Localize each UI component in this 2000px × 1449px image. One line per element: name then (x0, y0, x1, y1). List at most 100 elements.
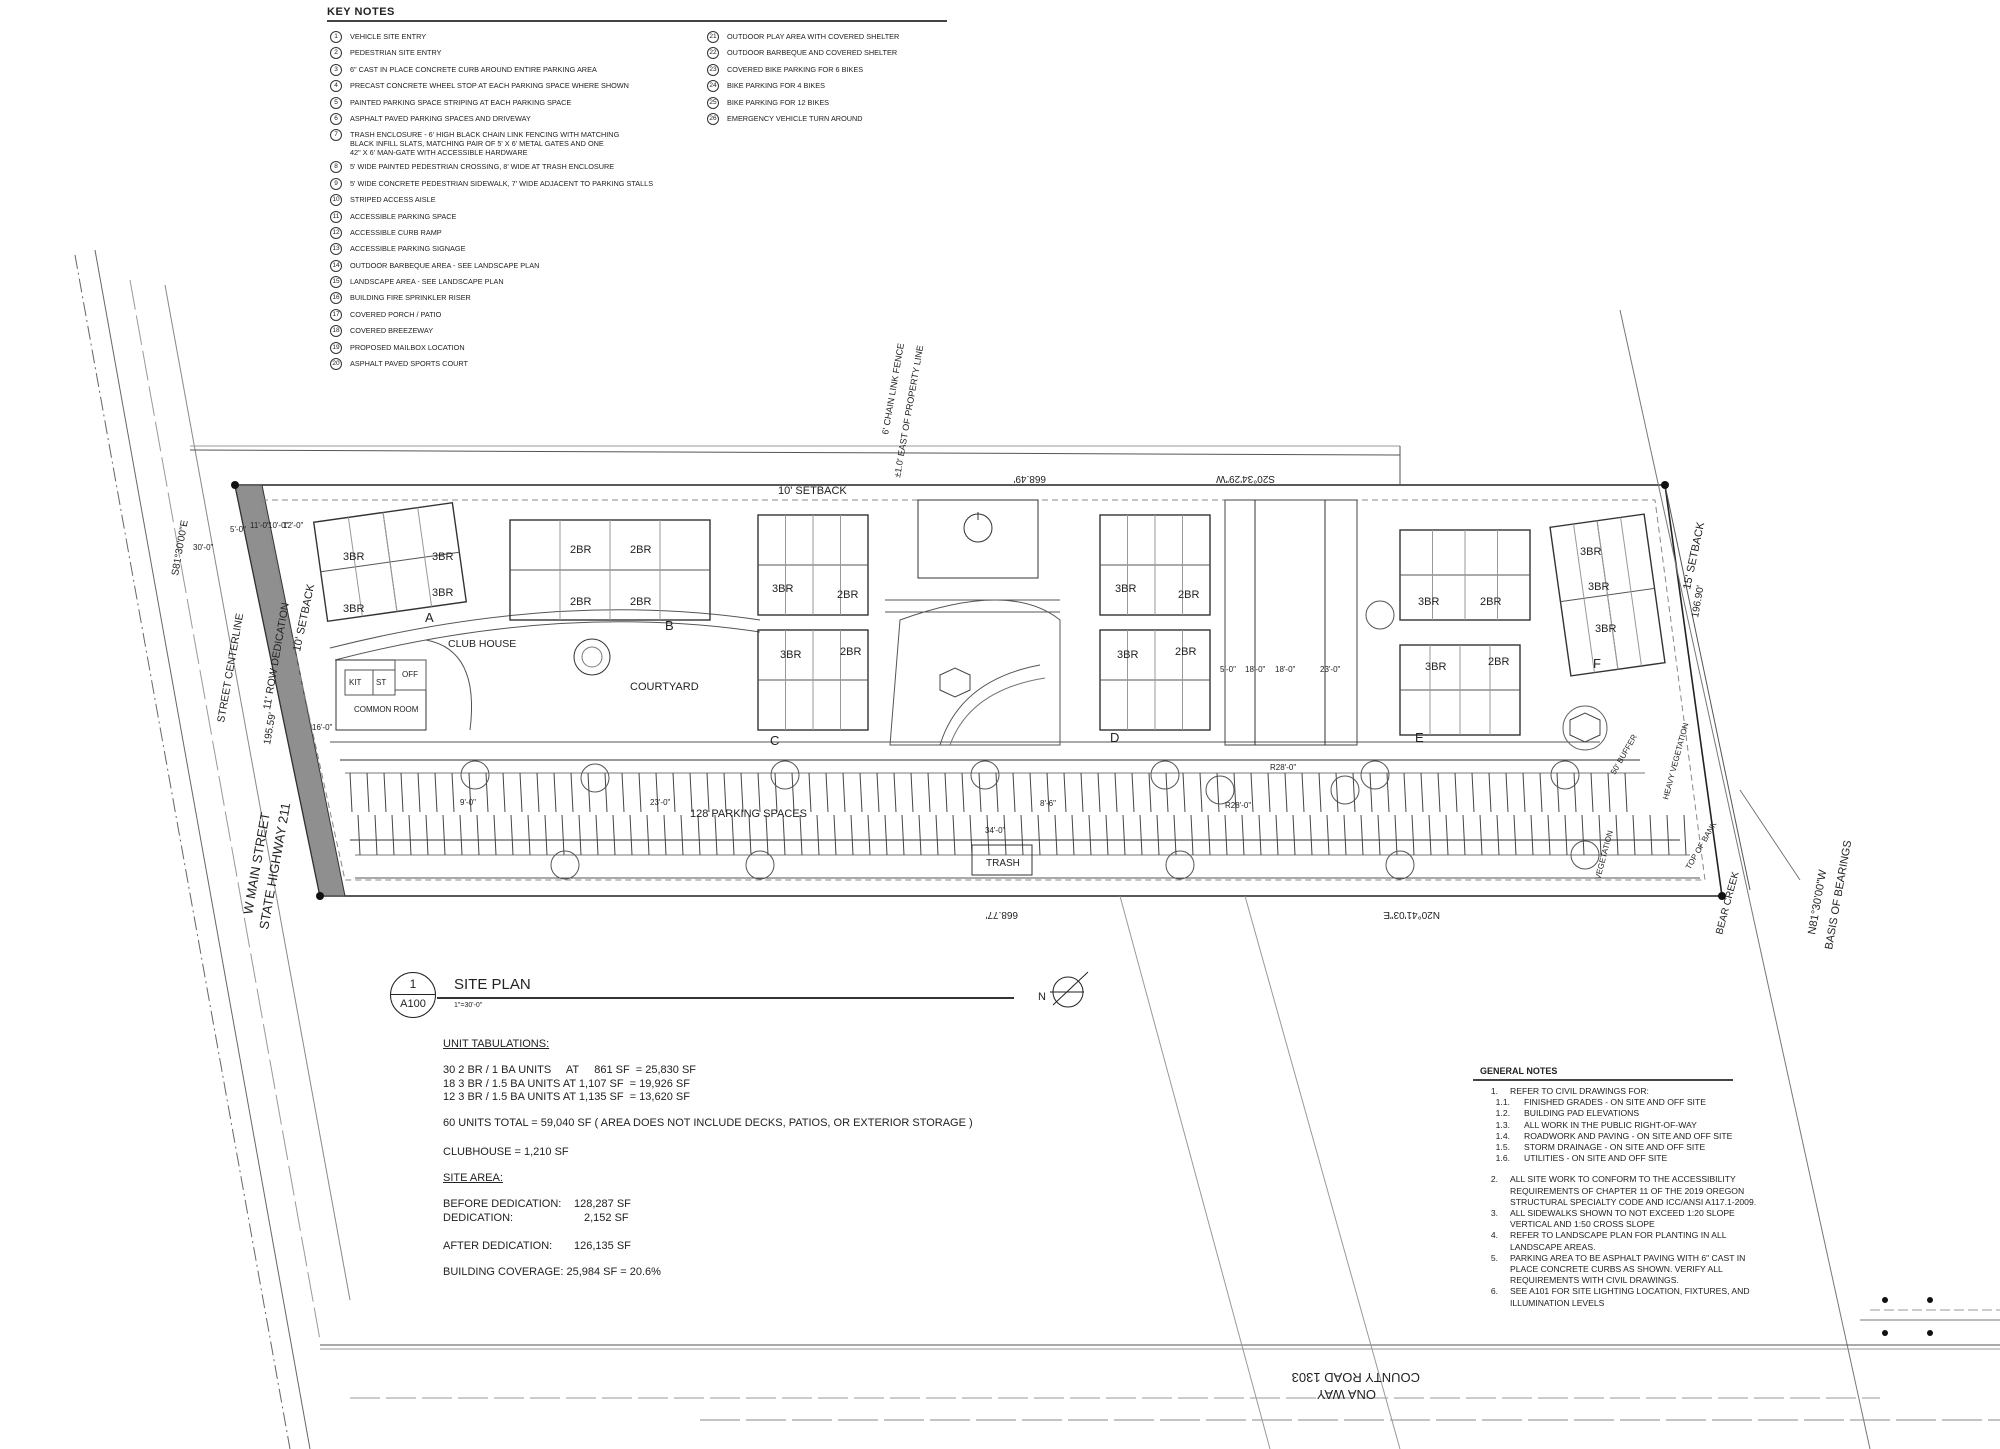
tree-symbol (580, 763, 610, 793)
general-notes-title: GENERAL NOTES (1480, 1066, 1558, 1076)
key-note-number: 6 (330, 112, 342, 125)
parking-stall-stripe (918, 814, 922, 856)
key-note-text: PAINTED PARKING SPACE STRIPING AT EACH P… (350, 97, 572, 107)
parking-stall-stripe (893, 772, 897, 813)
tree-symbol (970, 760, 1000, 790)
unit-type-label: 3BR (780, 649, 801, 661)
dimension-label: R28'-0" (1225, 801, 1251, 810)
dedication-label: DEDICATION: (443, 1212, 514, 1224)
building-letter-label: E (1415, 730, 1424, 745)
unit-type-label: 3BR (432, 551, 453, 563)
apartment-building (312, 501, 468, 623)
parking-stall-stripe (459, 814, 463, 856)
tree-symbol (1385, 850, 1415, 880)
key-note-text: PEDESTRIAN SITE ENTRY (350, 48, 442, 58)
parking-stall-stripe (1275, 814, 1279, 856)
ona-way-label: ONA WAY (1316, 1387, 1376, 1402)
dimension-label: 11'-0" (250, 521, 270, 530)
parking-stall-stripe (774, 772, 778, 813)
sheet-number: A100 (400, 998, 426, 1010)
general-note-number: 1.6. (1495, 1153, 1510, 1164)
parking-stall-stripe (697, 814, 701, 856)
general-note-item: 1.5.STORM DRAINAGE - ON SITE AND OFF SIT… (1474, 1142, 1784, 1153)
unit-type-label: 2BR (1175, 646, 1196, 658)
parking-stall-stripe (1539, 772, 1543, 813)
general-note-item: 6.SEE A101 FOR SITE LIGHTING LOCATION, F… (1474, 1286, 1784, 1308)
parking-stall-stripe (842, 772, 846, 813)
parking-stall-stripe (425, 814, 429, 856)
parking-stall-stripe (995, 772, 999, 813)
parking-stall-stripe (901, 814, 905, 856)
setback-line (261, 499, 1706, 881)
key-note-text: COVERED BIKE PARKING FOR 6 BIKES (727, 64, 864, 74)
unit-type-label: 3BR (1418, 596, 1439, 608)
unit-type-label: 2BR (570, 544, 591, 556)
top-of-bank-label: TOP OF BANK (1684, 820, 1719, 871)
parking-stall-stripe (867, 814, 871, 856)
general-note-number: 2. (1490, 1174, 1498, 1185)
parking-stall-stripe (1156, 814, 1160, 856)
dedication-value: 2,152 SF (584, 1212, 629, 1224)
parking-stall-stripe (1666, 814, 1670, 856)
unit-tab-row: 30 2 BR / 1 BA UNITS AT 861 SF = 25,830 … (443, 1064, 697, 1076)
general-note-text: STORM DRAINAGE - ON SITE AND OFF SITE (1524, 1142, 1706, 1153)
bearing-left-label: S81°30'00"E (170, 519, 191, 577)
dimension-label: R28'-0" (1270, 763, 1296, 772)
general-note-item: 1.3.ALL WORK IN THE PUBLIC RIGHT-OF-WAY (1474, 1120, 1784, 1131)
parking-stall-stripe (527, 814, 531, 856)
parking-stall-stripe (1054, 814, 1058, 856)
courtyard-label: COURTYARD (630, 681, 699, 693)
dim-left-label: 195.59' (262, 712, 278, 746)
county-road-label: COUNTY ROAD 1303 (1292, 1370, 1420, 1385)
kit-label: KIT (349, 678, 362, 687)
parking-stall-stripe (1020, 814, 1024, 856)
setback-right-label: 15' SETBACK (1681, 520, 1707, 590)
building-letter-label: F (1593, 656, 1601, 671)
parking-stall-stripe (502, 772, 506, 813)
key-note-text: TRASH ENCLOSURE - 6' HIGH BLACK CHAIN LI… (350, 130, 620, 158)
parking-stall-stripe (578, 814, 582, 856)
parking-stall-stripe (986, 814, 990, 856)
parking-stall-stripe (884, 814, 888, 856)
parking-stall-stripe (561, 814, 565, 856)
trash-enclosure (971, 844, 1033, 876)
general-note-number: 6. (1490, 1286, 1498, 1297)
parking-stall-stripe (629, 814, 633, 856)
parking-stall-stripe (910, 772, 914, 813)
dimension-label: 5'-0" (1220, 665, 1236, 674)
parking-stall-stripe (544, 814, 548, 856)
parking-stall-stripe (876, 772, 880, 813)
parking-stall-stripe (765, 814, 769, 856)
parking-stall-stripe (451, 772, 455, 813)
parking-stall-stripe (1224, 814, 1228, 856)
parking-stall-stripe (961, 772, 965, 813)
north-arrow (1050, 971, 1089, 1008)
unit-tab-row: 18 3 BR / 1.5 BA UNITS AT 1,107 SF = 19,… (443, 1077, 690, 1090)
key-note-text: OUTDOOR BARBEQUE AND COVERED SHELTER (727, 48, 898, 58)
parking-stall-stripe (510, 814, 514, 856)
key-note-text: BUILDING FIRE SPRINKLER RISER (350, 293, 471, 303)
parking-stall-stripe (791, 772, 795, 813)
tree-symbol (1150, 760, 1180, 790)
drawing-title: SITE PLAN (454, 976, 531, 993)
tree-symbol (745, 850, 775, 880)
general-note-text: PARKING AREA TO BE ASPHALT PAVING WITH 6… (1510, 1252, 1746, 1286)
general-note-item: 1.2.BUILDING PAD ELEVATIONS (1474, 1108, 1784, 1119)
parking-stall-stripe (1309, 814, 1313, 856)
bear-creek-label: BEAR CREEK (1714, 870, 1741, 935)
parking-stall-stripe (1097, 772, 1101, 813)
heavy-veg-label: HEAVY VEGETATION (1661, 722, 1690, 801)
unit-type-label: 3BR (772, 583, 793, 595)
dimension-label: 18'-0" (1245, 665, 1266, 674)
parking-stall-stripe (1233, 772, 1237, 813)
parking-stall-stripe (1267, 772, 1271, 813)
parking-stall-stripe (833, 814, 837, 856)
parking-stall-stripe (1581, 814, 1585, 856)
unit-type-label: 2BR (837, 589, 858, 601)
unit-type-label: 3BR (343, 603, 364, 615)
